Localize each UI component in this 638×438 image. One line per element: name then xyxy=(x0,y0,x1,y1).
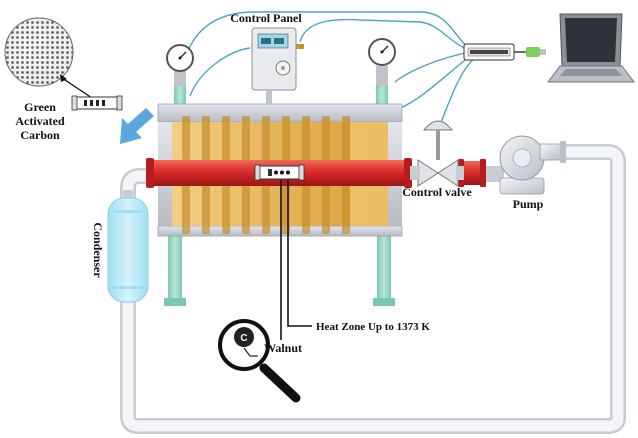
sample-boat-icon xyxy=(254,164,305,181)
heat-zone-pointer xyxy=(280,180,312,340)
label-control-panel: Control Panel xyxy=(230,11,302,25)
return-pipe xyxy=(120,144,626,434)
sphere-pointer-arrow xyxy=(61,77,93,99)
label-activated: Activated xyxy=(15,114,65,128)
label-walnut: Walnut xyxy=(264,341,302,355)
furnace-legs xyxy=(164,86,395,306)
label-green: Green xyxy=(24,100,56,114)
pressure-gauge-right xyxy=(368,38,396,86)
condenser-tank xyxy=(107,190,149,303)
carbon-symbol: C xyxy=(240,333,247,344)
pump-icon xyxy=(486,135,566,195)
label-control-valve: Control valve xyxy=(402,185,472,199)
control-panel-box xyxy=(251,27,304,104)
magnifier-icon xyxy=(218,319,301,403)
control-valve-icon xyxy=(410,120,464,187)
label-condenser: Condenser xyxy=(91,222,105,278)
output-arrow-icon xyxy=(120,108,154,144)
label-heat-zone: Heat Zone Up to 1373 K xyxy=(316,321,430,333)
label-carbon: Carbon xyxy=(20,128,60,142)
laptop-icon xyxy=(547,13,635,83)
usb-data-logger-icon xyxy=(463,43,546,61)
carbon-sphere-icon xyxy=(4,17,74,87)
sample-tube-icon xyxy=(71,95,123,111)
pressure-gauge-left xyxy=(166,44,194,86)
label-pump: Pump xyxy=(513,197,544,211)
